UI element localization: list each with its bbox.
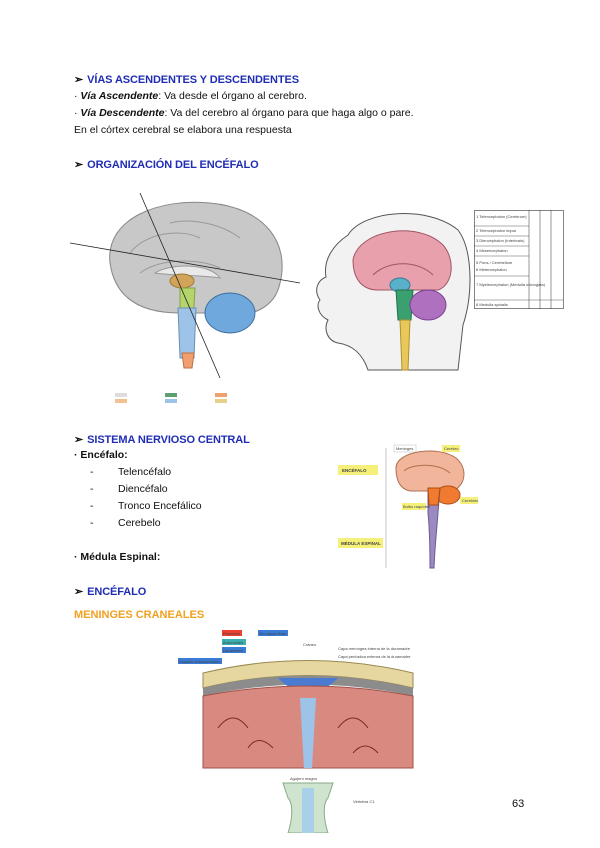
label-vertebra: Vértebra C1: [353, 799, 375, 804]
corpus-callosum-shape: [153, 265, 222, 279]
label-sin-capas: Sin capas finas: [259, 631, 286, 636]
list-item: -Diencéfalo: [90, 483, 168, 495]
label-box-medula: [338, 538, 383, 548]
arrow-bullet-icon: ➢: [74, 74, 84, 86]
spinal-cord-yellow: [399, 319, 411, 371]
table-row-5: 5 Pons / Cerebellum: [476, 260, 513, 265]
corpus-callosum-line: [372, 263, 434, 276]
legend-swatch-3: [215, 393, 227, 397]
label-espacio-subaracnoideo: Espacio subaracnoideo: [179, 659, 221, 664]
label-encefalo: ENCÉFALO: [342, 466, 367, 473]
arrow-bullet-icon: ➢: [74, 159, 84, 171]
brain-orange: [395, 450, 465, 492]
list-item: -Tronco Encefálico: [90, 500, 202, 512]
table-row-7: 7 Myelencephalon (Medulla oblongata): [476, 282, 546, 287]
medula-label: · Médula Espinal:: [74, 551, 161, 563]
head-brain-diagram: [316, 213, 471, 371]
dura-layer: [203, 675, 413, 696]
table-row-8: 8 Medulla spinalis: [476, 302, 508, 307]
table-row-2: 2 Telencephalon impar: [476, 228, 517, 233]
line-via-descendente-text: · Vía Descendente: Va del cerebro al órg…: [74, 107, 414, 119]
cerebellum-purple: [409, 289, 447, 321]
gyri-lines: [129, 220, 241, 274]
heading-vias: ➢VÍAS ASCENDENTES Y DESCENDENTES: [74, 74, 299, 86]
line-cortex: En el córtex cerebral se elabora una res…: [74, 124, 292, 136]
spinal-cord: [302, 788, 314, 833]
label-capa-periostica: Capa perióstica externa de la duramadre: [338, 654, 411, 659]
diencephalon-shape: [169, 273, 195, 289]
legend-swatch-1: [115, 393, 127, 397]
cns-diagram: ENCÉFALO MÉDULA ESPINAL Meninges Cerebro…: [338, 444, 479, 569]
legend-swatch-2: [165, 393, 177, 397]
page-number: 63: [512, 798, 525, 810]
brainstem-green: [395, 289, 414, 321]
table-border: [474, 210, 564, 309]
label-piamadre: Piamadre: [223, 631, 241, 636]
table-row-3: 3 Diencephalon (Interbrain): [476, 238, 525, 243]
medulla-shape: [181, 352, 195, 369]
table-row-4: 4 Mesencephalon: [476, 248, 508, 253]
cerebrum-pink: [352, 230, 452, 291]
falx-cerebri: [300, 698, 316, 768]
axis-line-horizontal: [70, 242, 301, 284]
cerebellum-shape: [204, 292, 256, 334]
label-cerebro: Cerebro: [444, 446, 459, 451]
label-aracnoides: Aracnoides: [223, 640, 243, 645]
meninges-diagram: Piamadre Sin capas finas Aracnoides Dura…: [178, 630, 414, 833]
heading-snc: ➢SISTEMA NERVIOSO CENTRAL: [74, 434, 250, 446]
label-box-encefalo: [338, 465, 378, 475]
table-row-1: 1 Telencephalon (Cerebrum): [476, 214, 527, 219]
line-via-ascendente: · Vía Ascendente: Va desde el órgano al …: [74, 90, 307, 102]
label-medula: MÉDULA ESPINAL: [341, 539, 381, 546]
subheading-meninges: MENINGES CRANEALES: [74, 609, 205, 621]
label-cerebelo: Cerebelo: [462, 498, 479, 503]
list-item: -Telencéfalo: [90, 466, 172, 478]
legend-swatch-6: [215, 399, 227, 403]
list-item: -Cerebelo: [90, 517, 161, 529]
brain-sagittal-diagram: [70, 192, 301, 403]
label-meninges: Meninges: [396, 446, 413, 451]
label-capa-meningea: Capa meníngea interna de la duramadre: [338, 646, 411, 651]
arrow-bullet-icon: ➢: [74, 586, 84, 598]
encefalo-label: · Encéfalo:: [74, 449, 128, 461]
brainstem-orange: [427, 487, 441, 506]
legend-swatch-4: [115, 399, 127, 403]
cerebrum-shape: [109, 201, 283, 315]
label-agujero-magno: Agujero magno: [290, 776, 318, 781]
label-bulbo: Bulbo raquídeo: [403, 504, 431, 509]
legend-swatch-5: [165, 399, 177, 403]
axis-line-vertical: [139, 192, 221, 379]
heading-organizacion: ➢ORGANIZACIÓN DEL ENCÉFALO: [74, 159, 259, 171]
label-craneo: Cráneo: [303, 642, 317, 647]
brain-divisions-table: 1 Telencephalon (Cerebrum) 2 Telencephal…: [474, 210, 564, 309]
spinal-cord-purple: [427, 487, 441, 569]
label-duramadre: Duramadre: [223, 648, 244, 653]
heading-encefalo: ➢ENCÉFALO: [74, 586, 147, 598]
term-via-ascendente: Vía Ascendente: [80, 90, 159, 102]
table-row-6: 6 Metencephalon: [476, 267, 507, 272]
arrow-bullet-icon: ➢: [74, 434, 84, 446]
